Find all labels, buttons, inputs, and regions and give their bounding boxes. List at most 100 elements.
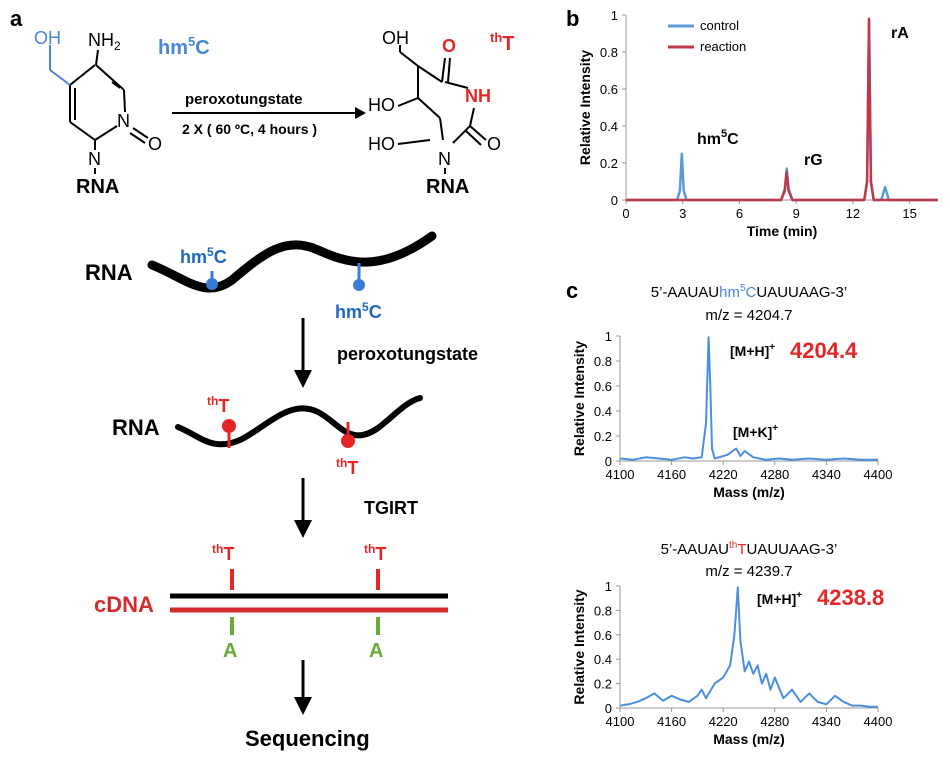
rna2-strand [175, 395, 423, 448]
ho6-bond [397, 139, 431, 145]
x-axis-label: Mass (m/z) [713, 484, 785, 500]
reaction-arrowhead [355, 107, 366, 119]
hm5c-title: hm5C [158, 34, 210, 59]
rna1-label: RNA [85, 260, 133, 285]
ion-label-mk-sup: + [772, 423, 778, 434]
molecule-hm5c [69, 49, 149, 150]
x-tick-label: 6 [736, 206, 743, 221]
nh-text: NH [88, 30, 114, 50]
n1-label: N [88, 149, 101, 169]
sequencing-label: Sequencing [245, 726, 370, 751]
workflow: RNA hm5C hm5C peroxotungstate RNA thT th… [85, 231, 478, 751]
legend-label-reaction: reaction [700, 39, 746, 54]
ho5-label: HO [368, 95, 395, 115]
sequence-post: UAUUAAG-3’ [756, 284, 847, 301]
x-tick-label: 4280 [760, 467, 789, 482]
series-line-spectrum [619, 336, 878, 461]
sequence-title: 5’-AAUAUhm5CUAUUAAG-3’ [651, 283, 847, 301]
x-tick-label: 4400 [864, 714, 893, 729]
x-tick-label: 4100 [606, 714, 635, 729]
y-tick-label: 0 [605, 454, 612, 469]
tht-cdna1-base: T [223, 544, 234, 564]
y-axis-label: Relative Intensity [571, 589, 587, 704]
sequence-pre: 5’-AAUAU [651, 284, 719, 301]
x-tick-label: 4100 [606, 467, 635, 482]
o2-label-right: O [487, 134, 501, 154]
a-mark-1: A [223, 640, 237, 662]
peak-label-hm5c: hm5C [697, 128, 739, 148]
x-tick-label: 12 [846, 206, 860, 221]
tht1-base: T [218, 396, 229, 416]
ion-label-mh-sup: + [796, 590, 802, 601]
sequence-mz: m/z = 4204.7 [705, 307, 792, 324]
x-tick-label: 4340 [812, 714, 841, 729]
y-tick-label: 0.2 [600, 156, 618, 171]
ion-label-mh-sup: + [769, 342, 775, 353]
molecule-tht [397, 45, 487, 146]
rna-label-right: RNA [426, 176, 469, 198]
peak-label-hm5c-tail: C [727, 131, 739, 148]
nh-label: NH [465, 86, 491, 106]
y-tick-label: 1 [611, 8, 618, 23]
ion-label-mk: [M+K]+ [733, 423, 778, 440]
sequence-mod: hm [719, 284, 740, 301]
o4-label: O [442, 36, 456, 56]
series-line-spectrum [619, 586, 878, 708]
cdna-label: cDNA [94, 592, 154, 617]
y-tick-label: 1 [605, 579, 612, 594]
x-tick-label: 4220 [709, 714, 738, 729]
y-tick-label: 0.2 [594, 429, 612, 444]
x-axis-label: Mass (m/z) [713, 731, 785, 747]
x-tick-label: 3 [679, 206, 686, 221]
tht-cdna2-base: T [375, 544, 386, 564]
y-tick-label: 1 [605, 329, 612, 344]
mark1-base: hm [180, 247, 207, 267]
oh-label: OH [34, 28, 61, 48]
y-tick-label: 0 [611, 193, 618, 208]
hm-sup: 5 [188, 34, 195, 49]
mark2-tail: C [369, 302, 382, 322]
sequence-pre: 5’-AAUAU [661, 541, 729, 558]
tht1-sup: th [207, 394, 218, 408]
hm-tail: C [195, 37, 209, 59]
rna-label-left: RNA [76, 176, 119, 198]
ion-label-mh: [M+H]+ [757, 590, 802, 607]
mark2-sup: 5 [362, 300, 369, 314]
tht-mark-2: thT [336, 456, 358, 478]
series-line-reaction [626, 17, 938, 202]
hm5c-mark-2: hm5C [335, 300, 382, 322]
n3-label: N [117, 111, 130, 131]
peak-label-hm5c-base: hm [697, 131, 721, 148]
tht-cdna2-sup: th [364, 542, 375, 556]
arrow-3-head [294, 697, 312, 715]
x-tick-label: 0 [622, 206, 629, 221]
sequence-mod-sup: th [729, 540, 737, 551]
step1-label: peroxotungstate [337, 344, 478, 364]
rna2-label: RNA [112, 415, 160, 440]
x-tick-label: 4220 [709, 467, 738, 482]
tht-dot-2 [341, 434, 355, 448]
tht-cdna1-sup: th [212, 542, 223, 556]
sequence-mz: m/z = 4239.7 [705, 563, 792, 580]
panel-label-c: c [566, 278, 578, 303]
nh-subscript: 2 [114, 39, 121, 53]
ion-label-mh-text: [M+H] [730, 343, 769, 359]
y-tick-label: 0.6 [594, 628, 612, 643]
mark2-base: hm [335, 302, 362, 322]
panel-label-a: a [10, 6, 23, 31]
t-base: T [502, 33, 514, 55]
conditions-label: 2 X ( 60 ºC, 4 hours ) [182, 121, 317, 137]
peak-label-hm5c-sup: 5 [721, 128, 727, 140]
tht-cdna-mark-2: thT [364, 542, 386, 564]
tht2-sup: th [336, 456, 347, 470]
rna1-strand [147, 231, 437, 293]
peak-label-ra: rA [891, 25, 909, 42]
y-axis-label: Relative Intensity [571, 341, 587, 456]
ion-label-mh: [M+H]+ [730, 342, 775, 359]
panel-label-b: b [566, 6, 579, 31]
reaction-scheme: OH NH2 N N O RNA hm5C peroxotungstate 2 … [34, 28, 515, 198]
o2-label: O [148, 134, 162, 154]
